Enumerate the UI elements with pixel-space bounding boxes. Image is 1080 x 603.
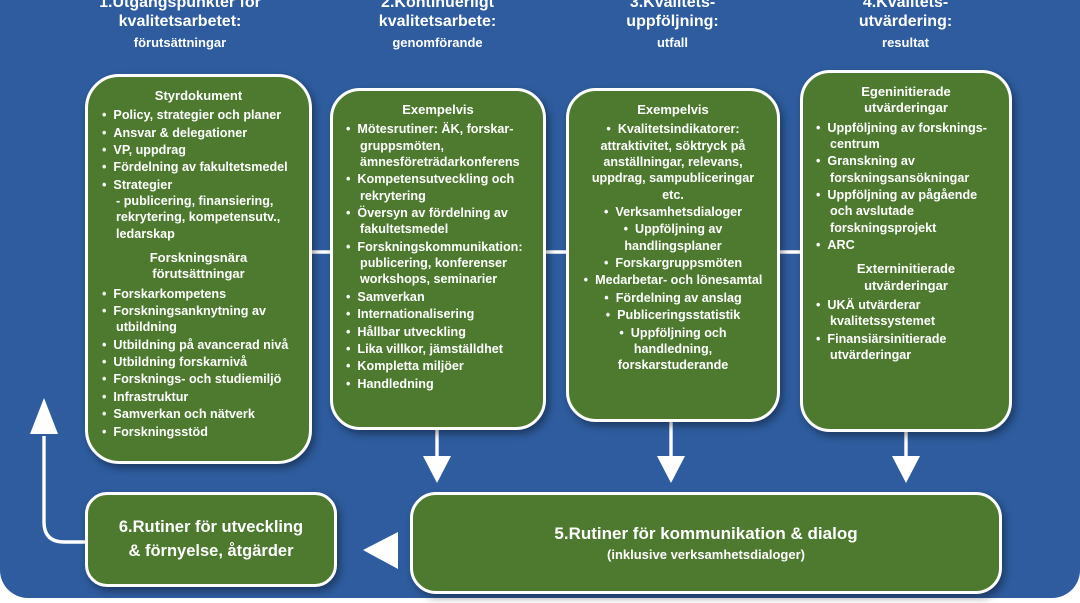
bullet-item: Kvalitetsindikatorer: attraktivitet, sök… xyxy=(581,121,765,203)
bullet-item: VP, uppdrag xyxy=(102,142,295,158)
bullet-item: Mötesrutiner: ÄK, forskar-gruppsmöten, ä… xyxy=(346,121,530,170)
column-title: 3.Kvalitets- uppföljning: xyxy=(626,0,719,30)
box-rutiner-kommunikation: 5.Rutiner för kommunikation & dialog (in… xyxy=(410,492,1002,594)
box6-label: 6.Rutiner för utveckling & förnyelse, åt… xyxy=(118,518,304,560)
column-header-uppfoljning: 3.Kvalitets- uppföljning: utfall xyxy=(565,0,780,50)
bullet-item: Utbildning forskarnivå xyxy=(102,354,295,370)
bullet-item: Lika villkor, jämställdhet xyxy=(346,341,530,357)
section-title: Forskningsnära förutsättningar xyxy=(149,250,248,282)
section-title: Exempelvis xyxy=(402,102,474,117)
section-title: Externinitierade utvärderingar xyxy=(856,261,956,293)
column-subtitle: förutsättningar xyxy=(133,34,227,50)
column-header-genomforande: 2.Kontinuerligt kvalitetsarbete: genomfö… xyxy=(330,0,545,50)
bullet-item: Översyn av fördelning av fakultetsmedel xyxy=(346,205,530,238)
bullet-item: Medarbetar- och lönesamtal xyxy=(581,272,765,288)
bullet-item: ARC xyxy=(816,237,996,253)
section-title: Styrdokument xyxy=(154,88,243,103)
box-rutiner-utveckling: 6.Rutiner för utveckling & förnyelse, åt… xyxy=(85,492,337,587)
bullet-item: Strategier- publicering, finansiering, r… xyxy=(102,177,295,242)
bullet-item: UKÄ utvärderar kvalitetssystemet xyxy=(816,297,996,330)
bullet-item: Fördelning av fakultetsmedel xyxy=(102,159,295,175)
column-title: 1.Utgångspunkter för kvalitetsarbetet: xyxy=(99,0,261,30)
bullet-item: Uppföljning och handledning, forskarstud… xyxy=(581,325,765,374)
column-title: 4.Kvalitets- utvärdering: xyxy=(858,0,953,30)
section-title: Exempelvis xyxy=(637,102,709,117)
bullet-item: Verksamhetsdialoger xyxy=(581,204,765,220)
bullet-item: Handledning xyxy=(346,376,530,392)
bullet-item: Forsknings- och studiemiljö xyxy=(102,371,295,387)
bullet-item: Forskningsstöd xyxy=(102,424,295,440)
bullet-item: Ansvar & delegationer xyxy=(102,125,295,141)
bullet-item: Internationalisering xyxy=(346,306,530,322)
bullet-item: Uppföljning av handlingsplaner xyxy=(581,221,765,254)
bullet-list: ForskarkompetensForskningsanknytning av … xyxy=(102,286,295,440)
bullet-list: UKÄ utvärderar kvalitetssystemetFinansiä… xyxy=(816,297,996,363)
bullet-item: Kompetensutveckling och rekrytering xyxy=(346,171,530,204)
bullet-list: Policy, strategier och planerAnsvar & de… xyxy=(102,107,295,242)
bullet-item: Hållbar utveckling xyxy=(346,324,530,340)
bullet-item: Uppföljning av forsknings-centrum xyxy=(816,120,996,153)
section-title: Egeninitierade utvärderingar xyxy=(861,84,951,116)
bullet-item: Utbildning på avancerad nivå xyxy=(102,337,295,353)
bullet-list: Kvalitetsindikatorer: attraktivitet, sök… xyxy=(581,121,765,373)
bullet-item: Samverkan och nätverk xyxy=(102,406,295,422)
column-subtitle: resultat xyxy=(882,34,929,50)
box-kontinuerligt-kvalitetsarbete: ExempelvisMötesrutiner: ÄK, forskar-grup… xyxy=(330,88,546,430)
box5-subtitle: (inklusive verksamhetsdialoger) xyxy=(607,547,805,562)
bullet-item: Forskningskommunikation: publicering, ko… xyxy=(346,239,530,288)
box-styrdokument: StyrdokumentPolicy, strategier och plane… xyxy=(85,74,312,464)
bullet-item: Forskningsanknytning av utbildning xyxy=(102,303,295,336)
bullet-item: Fördelning av anslag xyxy=(581,290,765,306)
bullet-item: Samverkan xyxy=(346,289,530,305)
column-header-utvardering: 4.Kvalitets- utvärdering: resultat xyxy=(798,0,1013,50)
bullet-item: Policy, strategier och planer xyxy=(102,107,295,123)
bullet-list: Mötesrutiner: ÄK, forskar-gruppsmöten, ä… xyxy=(346,121,530,392)
bullet-item: Granskning av forskningsansökningar xyxy=(816,153,996,186)
column-subtitle: genomförande xyxy=(392,34,483,50)
bullet-item: Uppföljning av pågående och avslutade fo… xyxy=(816,187,996,236)
bullet-item: Finansiärsinitierade utvärderingar xyxy=(816,331,996,364)
column-title: 2.Kontinuerligt kvalitetsarbete: xyxy=(378,0,497,30)
bullet-item: Forskarkompetens xyxy=(102,286,295,302)
box-kvalitetsuppfoljning: ExempelvisKvalitetsindikatorer: attrakti… xyxy=(566,88,780,422)
bullet-item: Kompletta miljöer xyxy=(346,358,530,374)
column-subtitle: utfall xyxy=(656,34,689,50)
column-header-forutsattningar: 1.Utgångspunkter för kvalitetsarbetet: f… xyxy=(70,0,290,50)
bullet-subtext: - publicering, finansiering, rekrytering… xyxy=(116,194,281,241)
box-kvalitetsutvardering: Egeninitierade utvärderingarUppföljning … xyxy=(800,70,1012,432)
box5-title: 5.Rutiner för kommunikation & dialog xyxy=(554,524,858,543)
bullet-item: Forskargruppsmöten xyxy=(581,255,765,271)
bullet-item: Infrastruktur xyxy=(102,389,295,405)
bullet-item: Publiceringsstatistik xyxy=(581,307,765,323)
bullet-list: Uppföljning av forsknings-centrumGranskn… xyxy=(816,120,996,254)
